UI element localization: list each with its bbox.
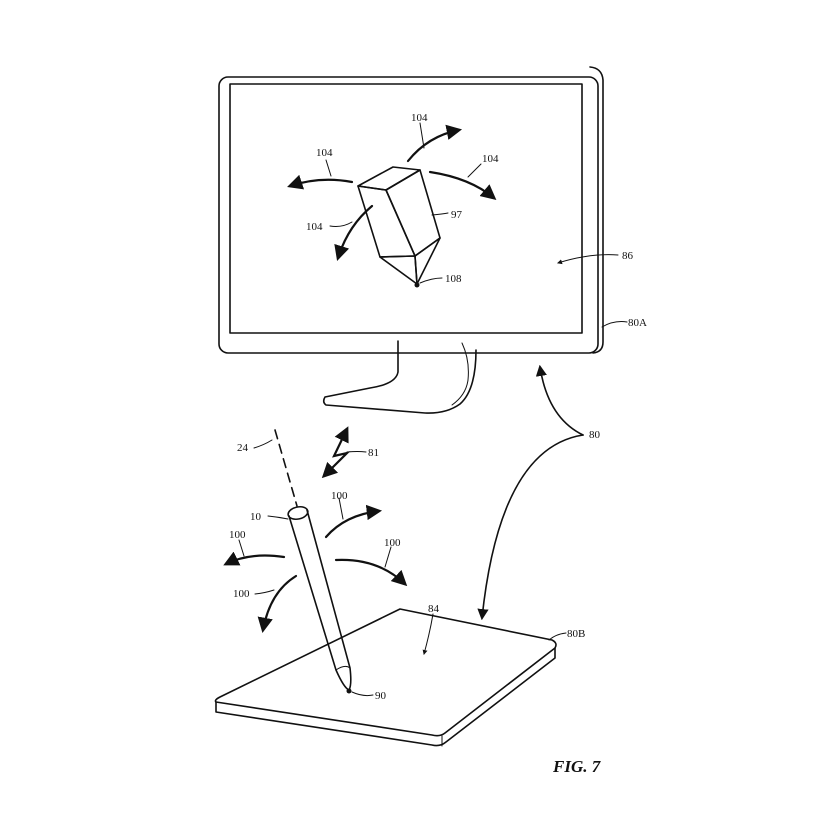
reference-labels: 80A 86 97 108 104 104 104 104 80 81 24 1… [229,112,647,702]
label-81: 81 [368,447,379,459]
leader-104-top [419,122,425,149]
label-90: 90 [375,690,387,702]
wireless-signal-icon [321,426,351,479]
leader-80B [548,632,567,641]
leader-104-left [325,159,332,177]
label-108: 108 [445,273,462,285]
label-100-left: 100 [229,529,246,541]
rotation-arrow-up [406,124,463,163]
label-104-lower: 104 [306,221,323,233]
stylus-tip-point [346,688,352,694]
label-104-left: 104 [316,147,333,159]
label-10: 10 [250,511,262,523]
rotation-arrows-stylus [223,504,408,634]
stylus-rotation-arrow-right [334,558,408,587]
label-86: 86 [622,250,634,262]
stylus-rotation-arrow-down [257,574,298,634]
rotation-arrow-left [287,174,354,190]
leader-100-left [238,539,245,557]
label-104-top: 104 [411,112,428,124]
stylus-body [288,509,352,691]
leader-100-right [384,546,392,568]
leader-86 [557,254,619,265]
monitor-screen-border [229,83,583,334]
label-104-right: 104 [482,153,499,165]
label-80: 80 [589,429,601,441]
monitor-bezel-side [589,66,604,354]
monitor-stand [322,340,477,414]
monitor-stand-edge [451,342,469,406]
tablet-top-surface [214,608,557,737]
figure-caption: FIG. 7 [552,757,602,776]
rotation-arrow-down [334,204,374,261]
system-arrow-to-monitor [535,364,584,436]
leader-104-right [467,163,482,178]
leader-108 [419,277,443,284]
leader-97 [431,212,449,216]
label-100-lower: 100 [233,588,250,600]
object-left-face [357,185,416,258]
monitor [218,66,604,414]
stylus-rotation-arrow-left [223,551,286,566]
tablet [214,608,557,747]
rotation-arrows-screen [287,124,497,261]
leader-10 [267,515,289,520]
stylus [274,429,352,694]
virtual-object [357,166,441,288]
stylus-end-cap [287,505,309,521]
system-connector [477,364,584,621]
stylus-tip-taper [335,665,351,671]
stylus-axis-line [274,429,298,507]
object-tip-point [414,282,420,288]
label-80B: 80B [567,628,585,640]
object-tip-face-left [379,255,418,285]
leader-84 [422,613,434,655]
leader-100-lower [254,589,275,595]
system-arrow-to-tablet [477,434,584,621]
label-100-right: 100 [384,537,401,549]
leader-80A [601,321,628,328]
leader-104-lower [329,221,353,227]
monitor-bezel [218,76,599,354]
label-84: 84 [428,603,440,615]
label-80A: 80A [628,317,647,329]
label-24: 24 [237,442,249,454]
label-100-top: 100 [331,490,348,502]
wireless-signal [321,426,351,479]
stylus-rotation-arrow-upper-right [324,504,383,539]
leader-100-top [338,497,344,520]
label-97: 97 [451,209,463,221]
leaders [238,122,628,697]
leader-24 [253,439,273,449]
leader-90 [351,691,374,697]
rotation-arrow-right [428,170,497,200]
leader-81 [346,451,367,453]
object-tip-face-right [414,237,441,285]
tablet-front-edge [215,647,556,747]
